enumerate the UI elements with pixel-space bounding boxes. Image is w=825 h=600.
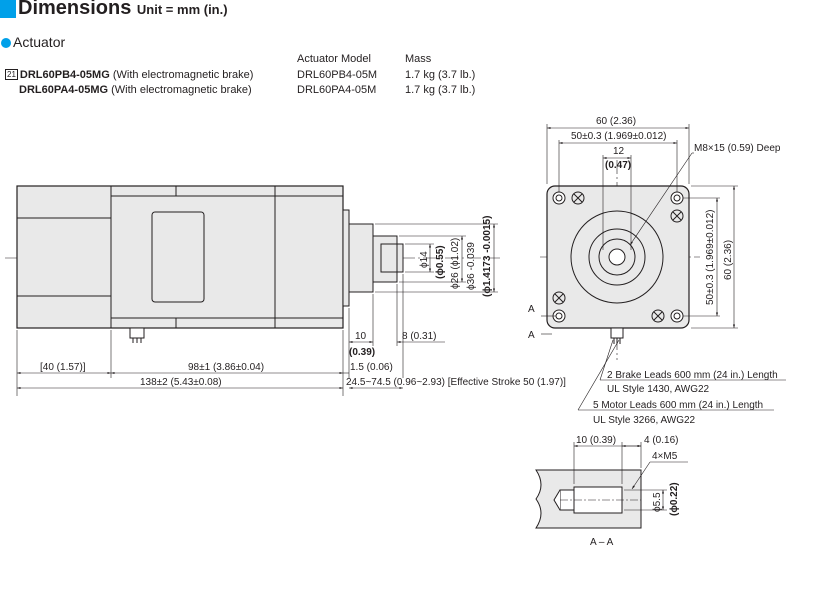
product-desc: (With electromagnetic brake) <box>112 69 254 81</box>
dim-60-vert: 60 (2.36) <box>723 240 734 280</box>
product-name: DRL60PB4-05MG <box>19 69 110 81</box>
model-cell: DRL60PA4-05M <box>297 84 377 96</box>
m8-label: M8×15 (0.59) Deep <box>694 143 781 154</box>
stroke-dim: 24.5~74.5 (0.96~2.93) [Effective Stroke … <box>346 377 566 388</box>
col-model-header: Actuator Model <box>297 53 371 65</box>
phi055-label: (ϕ0.55) <box>435 245 446 279</box>
sec-dim-4: 4 (0.16) <box>644 435 678 446</box>
phi1417-label: (ϕ1.4173 -0.0015) <box>482 216 493 297</box>
motor-ul: UL Style 3266, AWG22 <box>593 415 696 426</box>
section-a-top: A <box>528 304 535 315</box>
phi26-label: ϕ26 (ϕ1.02) <box>450 238 461 289</box>
m5-label: 4×M5 <box>652 451 678 462</box>
dim-98: 98±1 (3.86±0.04) <box>188 362 264 373</box>
dim-1-5: 1.5 (0.06) <box>350 362 393 373</box>
model-cell: DRL60PB4-05M <box>297 69 378 81</box>
table-row: DRL60PA4-05MG (With electromagnetic brak… <box>19 84 252 96</box>
section-label: A – A <box>590 537 614 548</box>
mass-cell: 1.7 kg (3.7 lb.) <box>405 69 476 81</box>
page-title: Dimensions Unit = mm (in.) <box>18 0 228 19</box>
product-name: DRL60PA4-05MG <box>19 84 109 96</box>
phi14-label: ϕ14 <box>419 251 430 268</box>
bullet-icon <box>1 38 11 48</box>
section-title: Actuator <box>13 34 66 50</box>
dim-138: 138±2 (5.43±0.08) <box>140 377 222 388</box>
product-desc: (With electromagnetic brake) <box>111 84 252 96</box>
dim-50-vert: 50±0.3 (1.969±0.012) <box>705 210 716 306</box>
dim-10: 10 <box>355 331 367 342</box>
dim-40: [40 (1.57)] <box>40 362 86 373</box>
phi55-label: ϕ5.5 <box>652 492 663 512</box>
section-a-bottom: A <box>528 330 535 341</box>
dim-047: (0.47) <box>605 160 631 171</box>
brake-leads: 2 Brake Leads 600 mm (24 in.) Length <box>607 370 778 381</box>
dim-12: 12 <box>613 146 625 157</box>
dim-60: 60 (2.36) <box>596 116 636 127</box>
brake-ul: UL Style 1430, AWG22 <box>607 384 710 395</box>
section-view <box>535 469 642 529</box>
title-marker <box>0 0 16 18</box>
mass-cell: 1.7 kg (3.7 lb.) <box>405 84 476 96</box>
sec-dim-10: 10 (0.39) <box>576 435 616 446</box>
phi022-label: (ϕ0.22) <box>669 482 680 516</box>
dim-8: 8 (0.31) <box>402 331 436 342</box>
unit-note: Unit = mm (in.) <box>136 2 228 17</box>
dim-039: (0.39) <box>349 347 375 358</box>
dim-50: 50±0.3 (1.969±0.012) <box>571 131 667 142</box>
front-view <box>540 160 700 360</box>
number-tag: 21 <box>5 69 18 80</box>
phi36-label: ϕ36 -0.039 <box>466 242 477 290</box>
side-view <box>5 185 500 343</box>
motor-leads: 5 Motor Leads 600 mm (24 in.) Length <box>593 400 763 411</box>
col-mass-header: Mass <box>405 53 432 65</box>
